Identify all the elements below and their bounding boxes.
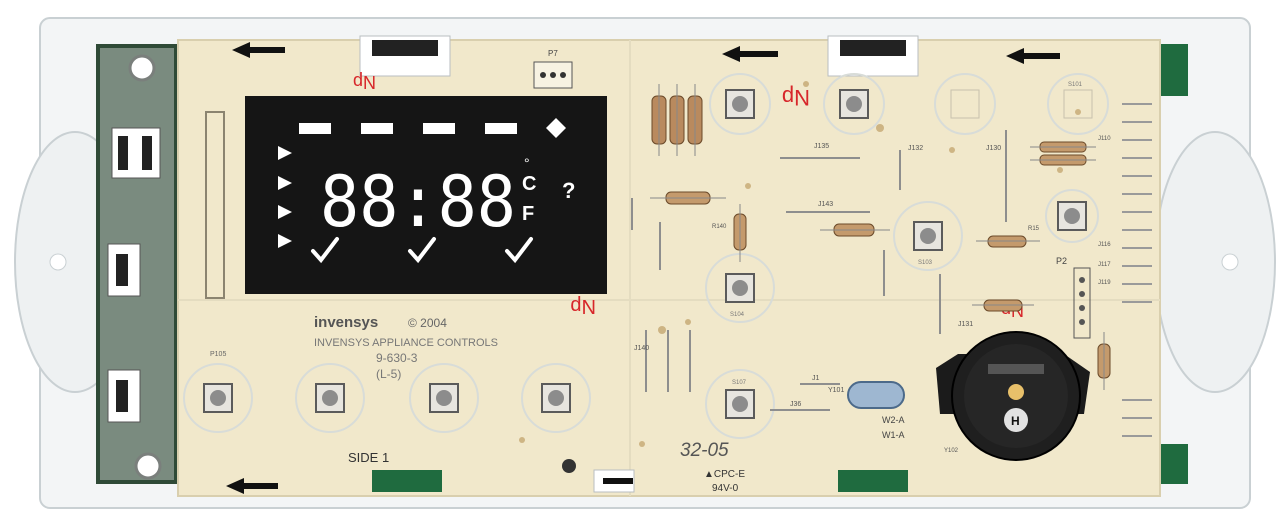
push-button-switch [709,73,771,135]
ref-p7: P7 [548,49,558,58]
push-button-switch [893,201,963,271]
lcd-dash [299,123,331,134]
resistor-group [651,84,703,156]
arrow-left-icon [226,478,278,494]
buzzer-letter: H [1011,414,1020,428]
left-mount-hole [49,253,67,271]
right-edge-connector-bottom [1160,444,1188,484]
crystal-oscillator [847,381,905,409]
arrow-left-icon [232,42,285,58]
arrow-left-icon [722,46,778,62]
ref-s104: S104 [730,312,745,318]
part-number: 9-630-3 [376,351,418,365]
lcd-unit-f: F [522,203,534,225]
push-button-switch [295,363,365,433]
ref-p105: P105 [210,351,226,358]
lcd-digits: 88:88 [320,161,516,243]
date-code: 32-05 [680,440,729,461]
right-edge-connector-top [1160,44,1188,96]
lcd-dash [423,123,455,134]
lcd-degree: ° [524,155,530,171]
push-button-switch [823,73,885,135]
resistor-group [1030,141,1096,166]
lcd-help: ? [562,178,575,203]
housing-right-tab [1154,131,1276,393]
right-mount-hole [1221,253,1239,271]
push-button-switch [521,363,591,433]
maker-line: INVENSYS APPLIANCE CONTROLS [314,337,498,349]
side-label: SIDE 1 [348,450,389,465]
ref-r15: R15 [1028,226,1040,232]
ref-y101: Y101 [828,387,844,394]
display-ribbon [205,111,225,299]
resistor [650,191,726,205]
lcd-triangle-icon [278,146,292,160]
ref-s103: S103 [918,260,933,266]
ref-j1: J1 [812,375,820,382]
ref-j119: J119 [1098,280,1111,286]
ref-j130: J130 [986,145,1001,152]
empty-switch-footprint [1047,73,1109,135]
resistor [976,235,1040,248]
lcd-check-icon [311,237,339,264]
ref-j131: J131 [958,321,973,328]
cert-line-1: ▲CPC-E [704,469,745,480]
np-marking: Np [570,295,596,317]
push-button-switch [1045,189,1099,243]
crystal-label-1: W2-A [882,415,905,425]
ref-j116: J116 [1098,242,1111,248]
jumper-wires [631,130,1007,411]
ref-s107: S107 [732,380,747,386]
lcd-triangle-icon [278,205,292,219]
lcd-check-icon [408,237,436,264]
p2-header [1073,267,1091,339]
ref-j143: J143 [818,201,833,208]
resistor [1097,332,1111,390]
ref-j132: J132 [908,145,923,152]
lcd-check-icon [505,237,533,264]
copyright-text: © 2004 [408,316,447,330]
ref-j36: J36 [790,401,801,408]
ref-s101: S101 [1068,82,1083,88]
lcd-dash [361,123,393,134]
top-screw-hole [128,54,156,82]
right-pin-header [1122,103,1152,437]
push-button-switch [705,369,775,439]
ref-p2: P2 [1056,256,1067,266]
brand-logo-text: invensys [314,314,378,331]
lcd-triangle-icon [278,176,292,190]
piezo-buzzer [936,331,1090,461]
lcd-unit-c: C [522,173,536,195]
lcd-diamond-icon [546,118,566,138]
ref-r140: R140 [712,224,727,230]
revision-text: (L-5) [376,367,401,381]
empty-switch-footprint [934,73,996,135]
resistor [733,204,747,262]
ref-j135: J135 [814,143,829,150]
np-marking: Np [782,85,810,110]
cert-line-2: 94V-0 [712,483,739,494]
push-button-switch [409,363,479,433]
board-screw [562,459,576,473]
lcd-dash [485,123,517,134]
ref-y102: Y102 [944,448,959,454]
ref-j140: J140 [634,345,649,352]
ref-j110: J110 [1098,136,1111,142]
push-button-switch [183,363,253,433]
ref-j117: J117 [1098,262,1111,268]
crystal-label-2: W1-A [882,430,905,440]
resistor [820,223,890,237]
resistor [972,299,1034,312]
bottom-screw-hole [134,452,162,480]
lcd-triangle-icon [278,234,292,248]
np-marking: Np [353,72,376,92]
arrow-left-icon [1006,48,1060,64]
residue-spots [519,81,1081,447]
